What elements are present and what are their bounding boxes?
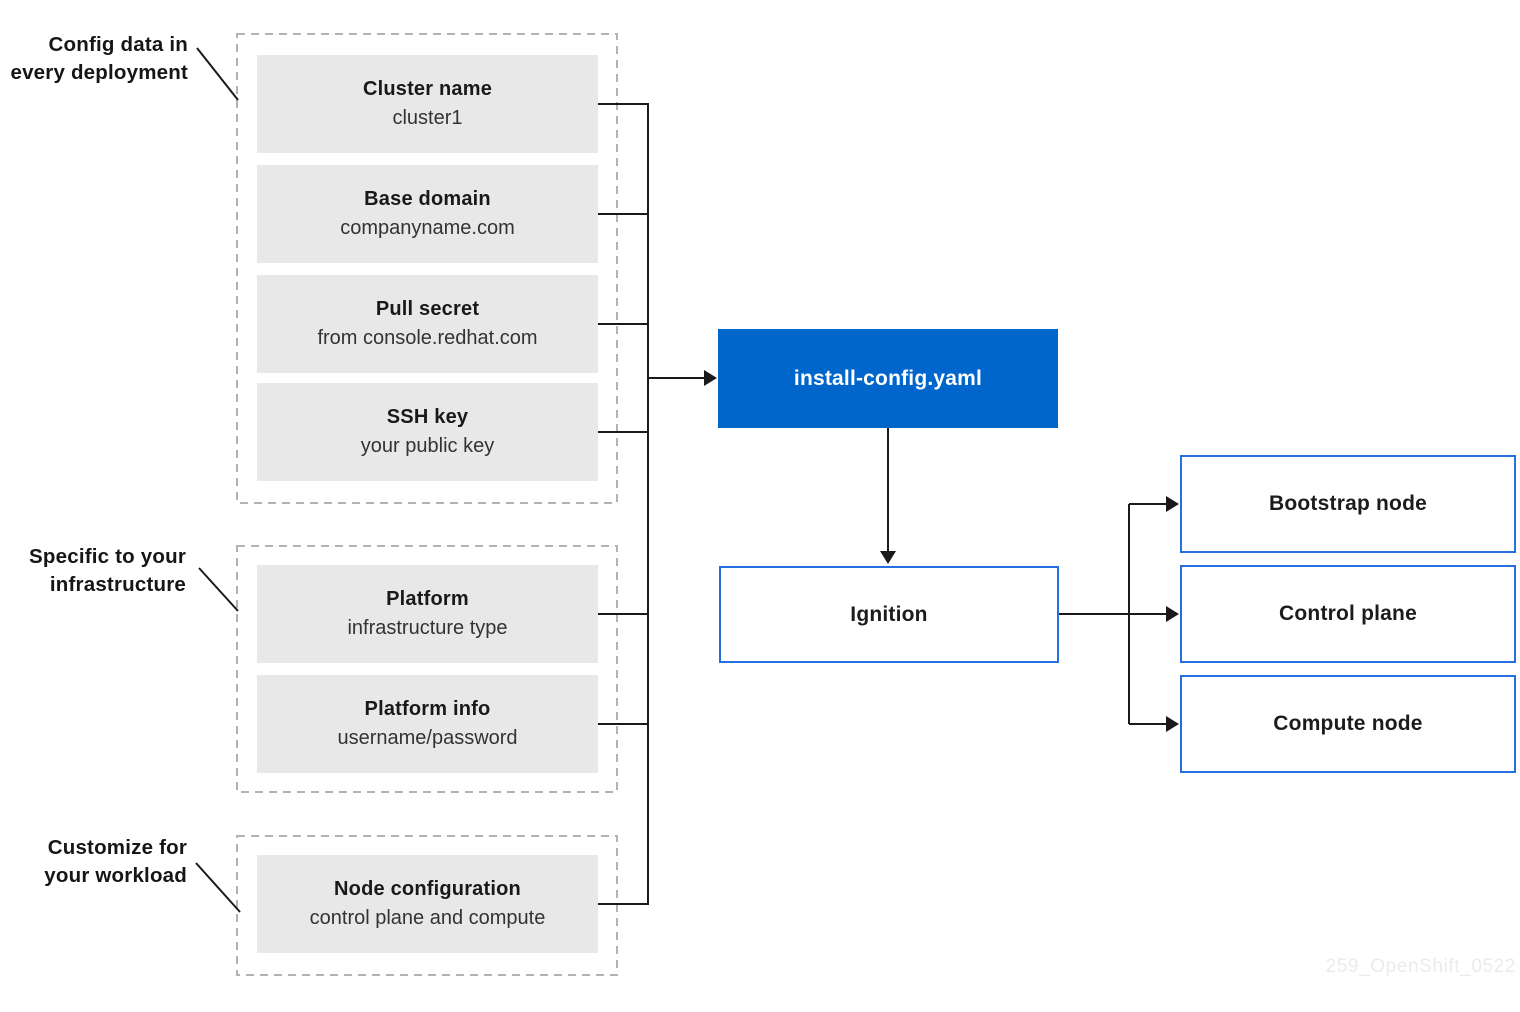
label-line: Config data in (48, 33, 188, 56)
box-title: Ignition (850, 602, 928, 626)
box-subtitle: infrastructure type (347, 617, 508, 639)
arrowhead-right-icon (704, 370, 717, 386)
pointer-line-infrastructure (198, 567, 239, 612)
watermark-text: 259_OpenShift_0522 (1325, 956, 1516, 977)
label-line: every deployment (10, 61, 188, 84)
label-customize-for-your-workload: Customize for your workload (0, 834, 187, 890)
box-platform-info: Platform info username/password (257, 675, 598, 773)
box-title: Bootstrap node (1269, 492, 1427, 515)
label-line: Customize for (47, 836, 187, 859)
box-title: install-config.yaml (793, 366, 983, 390)
box-platform: Platform infrastructure type (257, 565, 598, 663)
label-config-data-in-every-deployment: Config data in every deployment (0, 31, 188, 87)
box-subtitle: username/password (337, 727, 518, 749)
label-line: your workload (44, 864, 187, 887)
box-compute-node: Compute node (1180, 675, 1516, 773)
arrowhead-right-icon (1166, 716, 1179, 732)
box-subtitle: cluster1 (392, 107, 463, 129)
box-bootstrap-node: Bootstrap node (1180, 455, 1516, 553)
box-subtitle: companyname.com (340, 217, 515, 239)
box-title: Control plane (1279, 602, 1417, 625)
box-ignition: Ignition (719, 566, 1059, 663)
box-title: SSH key (386, 406, 469, 428)
box-base-domain: Base domain companyname.com (257, 165, 598, 263)
box-cluster-name: Cluster name cluster1 (257, 55, 598, 153)
box-title: Platform info (364, 698, 491, 720)
pointer-line-workload (195, 862, 241, 913)
box-ssh-key: SSH key your public key (257, 383, 598, 481)
arrowhead-right-icon (1166, 606, 1179, 622)
label-line: infrastructure (49, 573, 186, 596)
box-title: Node configuration (334, 878, 521, 900)
box-node-configuration: Node configuration control plane and com… (257, 855, 598, 953)
box-control-plane: Control plane (1180, 565, 1516, 663)
arrowhead-right-icon (1166, 496, 1179, 512)
box-subtitle: control plane and compute (309, 907, 546, 929)
box-pull-secret: Pull secret from console.redhat.com (257, 275, 598, 373)
box-title: Compute node (1273, 712, 1423, 735)
box-subtitle: from console.redhat.com (317, 327, 538, 349)
box-subtitle: your public key (360, 435, 495, 457)
dashed-group-workload (236, 835, 618, 976)
box-install-config-yaml: install-config.yaml (718, 329, 1058, 428)
pointer-line-config-data (196, 47, 239, 101)
box-title: Cluster name (362, 78, 493, 100)
dashed-group-config-data (236, 33, 618, 504)
dashed-group-infrastructure (236, 545, 618, 793)
label-line: Specific to your (29, 545, 186, 568)
label-specific-to-your-infrastructure: Specific to your infrastructure (0, 543, 186, 599)
box-title: Base domain (364, 188, 491, 210)
arrowhead-down-icon (880, 551, 896, 564)
box-title: Platform (386, 588, 469, 610)
box-title: Pull secret (375, 298, 480, 320)
